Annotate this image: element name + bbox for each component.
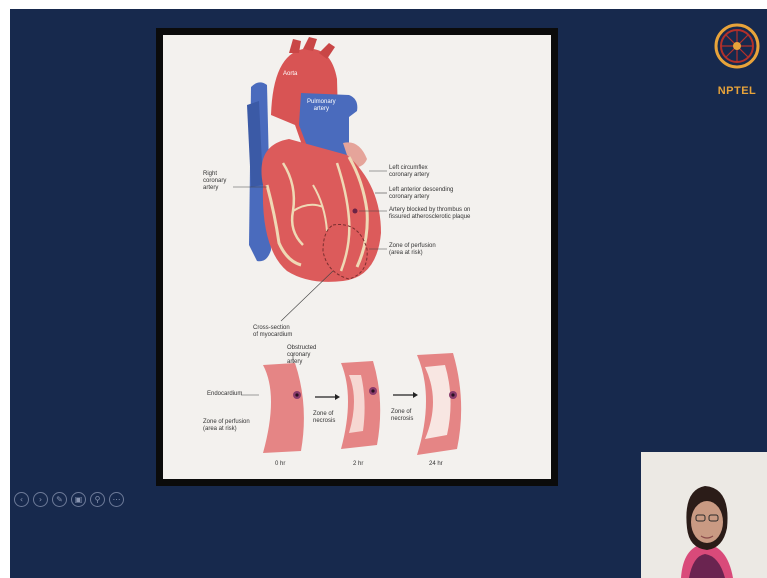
zoom-icon[interactable]: ⚲ xyxy=(90,492,105,507)
label-left-anterior-descending: Left anterior descending coronary artery xyxy=(389,187,453,201)
label-zone-perfusion-top: Zone of perfusion (area at risk) xyxy=(389,243,436,257)
presenter-video xyxy=(641,452,767,578)
label-obstructed-artery: Obstructed coronary artery xyxy=(287,345,316,366)
label-time-24hr: 24 hr xyxy=(429,461,443,468)
nptel-logo: NPTEL xyxy=(713,16,761,106)
nptel-logo-text: NPTEL xyxy=(713,85,761,97)
pen-icon[interactable]: ✎ xyxy=(52,492,67,507)
next-icon[interactable]: › xyxy=(33,492,48,507)
label-time-2hr: 2 hr xyxy=(353,461,363,468)
label-right-coronary-artery: Right coronary artery xyxy=(203,171,226,192)
figure-frame: Aorta Pulmonary artery Right coronary ar… xyxy=(156,28,558,486)
label-necrosis-24hr: Zone of necrosis xyxy=(391,409,413,423)
label-endocardium: Endocardium xyxy=(207,391,242,398)
more-icon[interactable]: ⋯ xyxy=(109,492,124,507)
label-time-0hr: 0 hr xyxy=(275,461,285,468)
thrombus-dot xyxy=(353,209,358,214)
label-left-circumflex: Left circumflex coronary artery xyxy=(389,165,429,179)
nptel-wheel-icon xyxy=(713,16,761,82)
label-artery-blocked: Artery blocked by thrombus on fissured a… xyxy=(389,207,470,221)
label-pulmonary-artery: Pulmonary artery xyxy=(307,99,336,113)
label-necrosis-2hr: Zone of necrosis xyxy=(313,411,335,425)
prev-icon[interactable]: ‹ xyxy=(14,492,29,507)
cross-section-0hr xyxy=(263,363,304,453)
cross-section-24hr xyxy=(417,353,461,455)
label-aorta: Aorta xyxy=(283,71,297,78)
slide-toolbar: ‹ › ✎ ▣ ⚲ ⋯ xyxy=(14,492,124,508)
label-cross-section: Cross-section of myocardium xyxy=(253,325,292,339)
copy-icon[interactable]: ▣ xyxy=(71,492,86,507)
presenter-webcam xyxy=(641,452,767,578)
heart-illustration xyxy=(163,35,551,479)
cross-section-2hr xyxy=(341,361,380,449)
heart-infarction-diagram: Aorta Pulmonary artery Right coronary ar… xyxy=(163,35,551,479)
label-zone-perfusion-bottom: Zone of perfusion (area at risk) xyxy=(203,419,250,433)
